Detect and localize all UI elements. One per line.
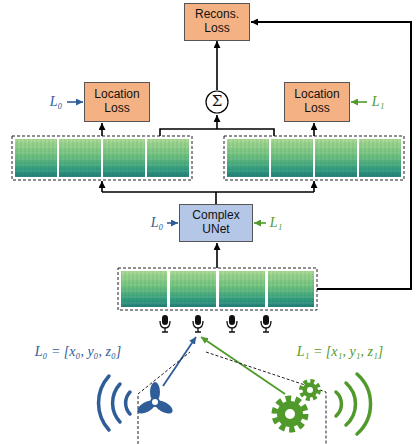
fan-icon xyxy=(135,382,175,416)
box-label: Recons. Loss xyxy=(189,8,245,36)
location-input: L₀ xyxy=(151,215,164,230)
source-path xyxy=(201,337,285,394)
microphone-array xyxy=(160,315,271,332)
flow-arrow xyxy=(216,41,218,90)
output-spectrogram xyxy=(224,136,404,180)
source-enclosure xyxy=(138,352,326,444)
sum-circle-outline xyxy=(206,91,228,113)
sum-circle: Σ xyxy=(205,90,229,114)
sum-symbol: Σ xyxy=(212,93,223,110)
source-location: L₀ = [x₀, y₀, z₀] xyxy=(35,344,121,359)
sound-waves xyxy=(336,374,371,434)
input-spectrogram xyxy=(118,268,317,310)
location-input: L₁ xyxy=(372,94,385,109)
loss-box: Location Loss xyxy=(84,82,150,122)
box-label: Complex UNet xyxy=(184,209,248,237)
location-input: L₀ xyxy=(50,94,63,109)
source-path xyxy=(163,337,196,386)
sound-waves xyxy=(99,376,130,430)
output-spectrogram xyxy=(12,136,192,180)
loss-box: Location Loss xyxy=(284,82,350,122)
box-label: Location Loss xyxy=(289,88,345,116)
location-input: L₁ xyxy=(270,215,283,230)
gear-icon xyxy=(276,382,318,428)
network-box: Complex UNet xyxy=(179,204,253,242)
wires xyxy=(102,22,411,289)
source-location: L₁ = [x₁, y₁, z₁] xyxy=(297,344,383,359)
loss-box: Recons. Loss xyxy=(184,3,250,41)
box-label: Location Loss xyxy=(89,88,145,116)
